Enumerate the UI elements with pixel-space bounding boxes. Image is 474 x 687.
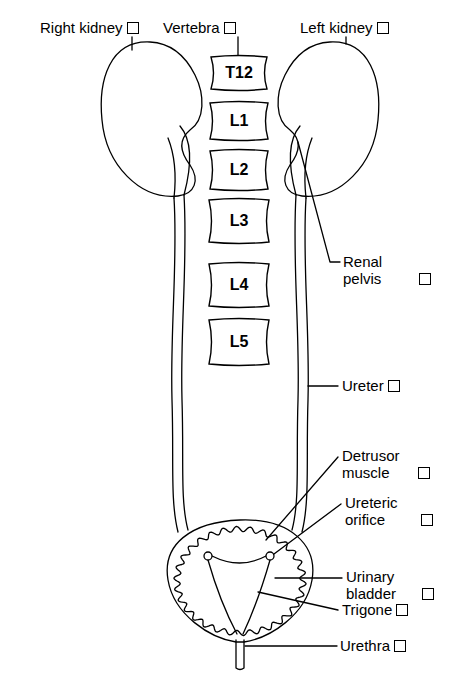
part-label: Urethra — [340, 637, 390, 654]
trigone-line — [243, 560, 270, 634]
part-label-group: Detrusor muscle — [342, 447, 430, 481]
vertebra-box: L4 — [207, 262, 271, 308]
part-label-group: Ureter — [342, 377, 400, 394]
vertebra-box: L3 — [207, 198, 271, 244]
part-label-group: Left kidney — [300, 19, 389, 36]
bladder-outline — [167, 520, 313, 642]
renal-pelvis-shape — [180, 126, 190, 195]
vertebra-box: L2 — [208, 149, 270, 191]
leader-line — [308, 385, 338, 386]
part-label: Urinary bladder — [346, 568, 418, 602]
left-kidney-outline — [278, 42, 379, 196]
checkbox — [394, 640, 406, 652]
part-label-group: Urinary bladder — [346, 568, 434, 602]
vertebra-box: L5 — [207, 318, 271, 366]
vertebra-box: L1 — [208, 101, 270, 141]
part-label: Detrusor muscle — [342, 447, 414, 481]
vertebra-label: L5 — [207, 318, 271, 366]
part-label-group: Right kidney — [40, 19, 139, 36]
checkbox — [418, 467, 430, 479]
leader-line — [275, 577, 342, 578]
checkbox — [422, 588, 434, 600]
vertebra-label: L4 — [207, 262, 271, 308]
leader-line — [131, 37, 132, 50]
part-label-group: Vertebra — [163, 19, 236, 36]
checkbox — [127, 22, 139, 34]
leader-line — [245, 645, 337, 646]
leader-line — [298, 142, 340, 262]
right-kidney-outline — [101, 42, 202, 196]
ureteric-orifice-circle — [266, 552, 274, 560]
part-label: Ureter — [342, 377, 384, 394]
part-label: Trigone — [342, 601, 392, 618]
renal-pelvis-shape — [290, 126, 300, 195]
leader-line — [237, 37, 238, 55]
leader-line — [345, 37, 346, 44]
trigone-line — [208, 560, 237, 634]
leader-line — [266, 457, 338, 540]
ureteric-orifice-circle — [204, 552, 212, 560]
urethra-tube — [236, 640, 244, 670]
checkbox — [388, 380, 400, 392]
checkbox — [377, 22, 389, 34]
part-label-group: Ureteric orifice — [345, 494, 433, 528]
part-label: Vertebra — [163, 19, 220, 36]
ureter-tube — [292, 195, 298, 530]
part-label: Right kidney — [40, 19, 123, 36]
ureter-tube — [182, 195, 188, 530]
vertebra-label: L3 — [207, 198, 271, 244]
checkbox — [224, 22, 236, 34]
trigone-line — [212, 556, 266, 563]
checkbox — [421, 514, 433, 526]
part-label: Renal pelvis — [343, 253, 415, 287]
leader-line — [274, 504, 341, 554]
vertebra-label: T12 — [209, 55, 269, 91]
ureter-tube — [302, 198, 308, 532]
checkbox — [396, 604, 408, 616]
vertebra-box: T12 — [209, 55, 269, 91]
vertebra-label: L2 — [208, 149, 270, 191]
ureter-tube — [172, 198, 178, 532]
checkbox — [419, 273, 431, 285]
renal-pelvis-shape — [168, 138, 175, 198]
leader-line — [258, 592, 338, 610]
part-label-group: Trigone — [342, 601, 408, 618]
detrusor-wave — [174, 526, 306, 635]
part-label-group: Renal pelvis — [343, 253, 431, 287]
vertebra-label: L1 — [208, 101, 270, 141]
part-label: Left kidney — [300, 19, 373, 36]
part-label-group: Urethra — [340, 637, 406, 654]
part-label: Ureteric orifice — [345, 494, 417, 528]
